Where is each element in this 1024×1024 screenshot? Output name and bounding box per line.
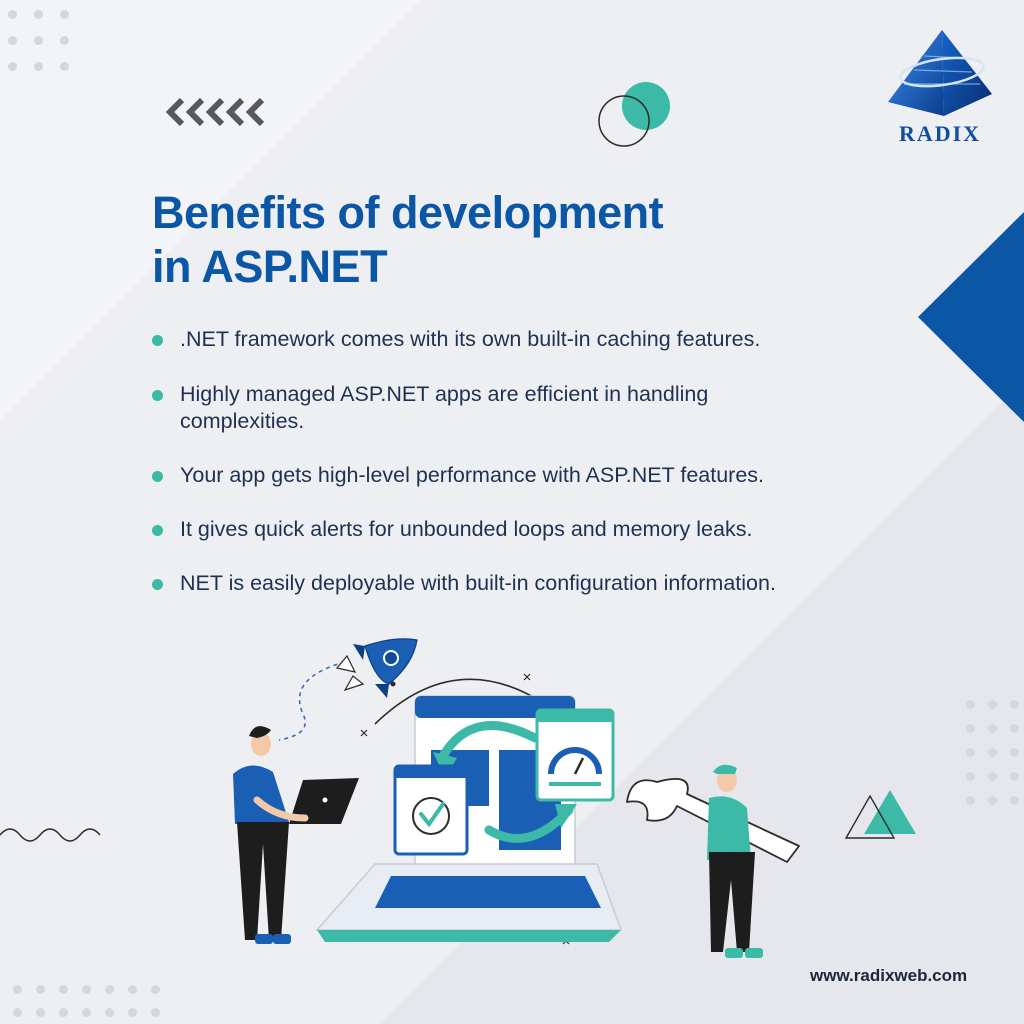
website-url[interactable]: www.radixweb.com bbox=[810, 966, 968, 985]
benefit-item: Your app gets high-level performance wit… bbox=[150, 462, 930, 489]
radix-pyramid-logo bbox=[888, 30, 992, 116]
dot-grid-top-left bbox=[8, 10, 69, 71]
benefits-list: .NET framework comes with its own built-… bbox=[150, 326, 930, 597]
benefit-item: Highly managed ASP.NET apps are efficien… bbox=[150, 381, 820, 435]
bullet-dot bbox=[152, 390, 163, 401]
double-left-chevrons-icon bbox=[165, 97, 265, 127]
page-title-line-1: Benefits of development bbox=[152, 187, 664, 238]
overlapping-triangles-icon bbox=[844, 790, 916, 839]
benefit-item: .NET framework comes with its own built-… bbox=[150, 326, 930, 353]
speedometer-icon bbox=[535, 708, 615, 802]
page-title-line-2: in ASP.NET bbox=[152, 241, 388, 292]
blue-diamond-decoration bbox=[918, 212, 1024, 422]
wavy-line-decoration bbox=[0, 828, 101, 842]
check-circle-icon bbox=[393, 764, 469, 856]
benefit-text: Highly managed ASP.NET apps are efficien… bbox=[180, 382, 709, 433]
development-illustration bbox=[233, 638, 800, 958]
benefit-item: NET is easily deployable with built-in c… bbox=[150, 570, 930, 597]
bullet-dot bbox=[152, 579, 163, 590]
benefit-text: .NET framework comes with its own built-… bbox=[180, 327, 761, 351]
overlapping-circles-icon bbox=[598, 82, 670, 147]
developer-person bbox=[233, 726, 359, 944]
bullet-dot bbox=[152, 525, 163, 536]
dot-grid-right bbox=[966, 700, 1019, 805]
benefit-text: It gives quick alerts for unbounded loop… bbox=[180, 517, 753, 541]
page-title: Benefits of development in ASP.NET bbox=[152, 186, 664, 294]
benefit-text: NET is easily deployable with built-in c… bbox=[180, 571, 776, 595]
laptop-illustration bbox=[315, 863, 623, 942]
brand-name: RADIX bbox=[898, 121, 982, 146]
benefit-item: It gives quick alerts for unbounded loop… bbox=[150, 516, 930, 543]
worker-person bbox=[707, 764, 763, 958]
dot-grid-bottom-left bbox=[13, 985, 160, 1017]
bullet-dot bbox=[152, 471, 163, 482]
rocket-icon bbox=[335, 638, 418, 698]
benefit-text: Your app gets high-level performance wit… bbox=[180, 463, 765, 487]
bullet-dot bbox=[152, 335, 163, 346]
